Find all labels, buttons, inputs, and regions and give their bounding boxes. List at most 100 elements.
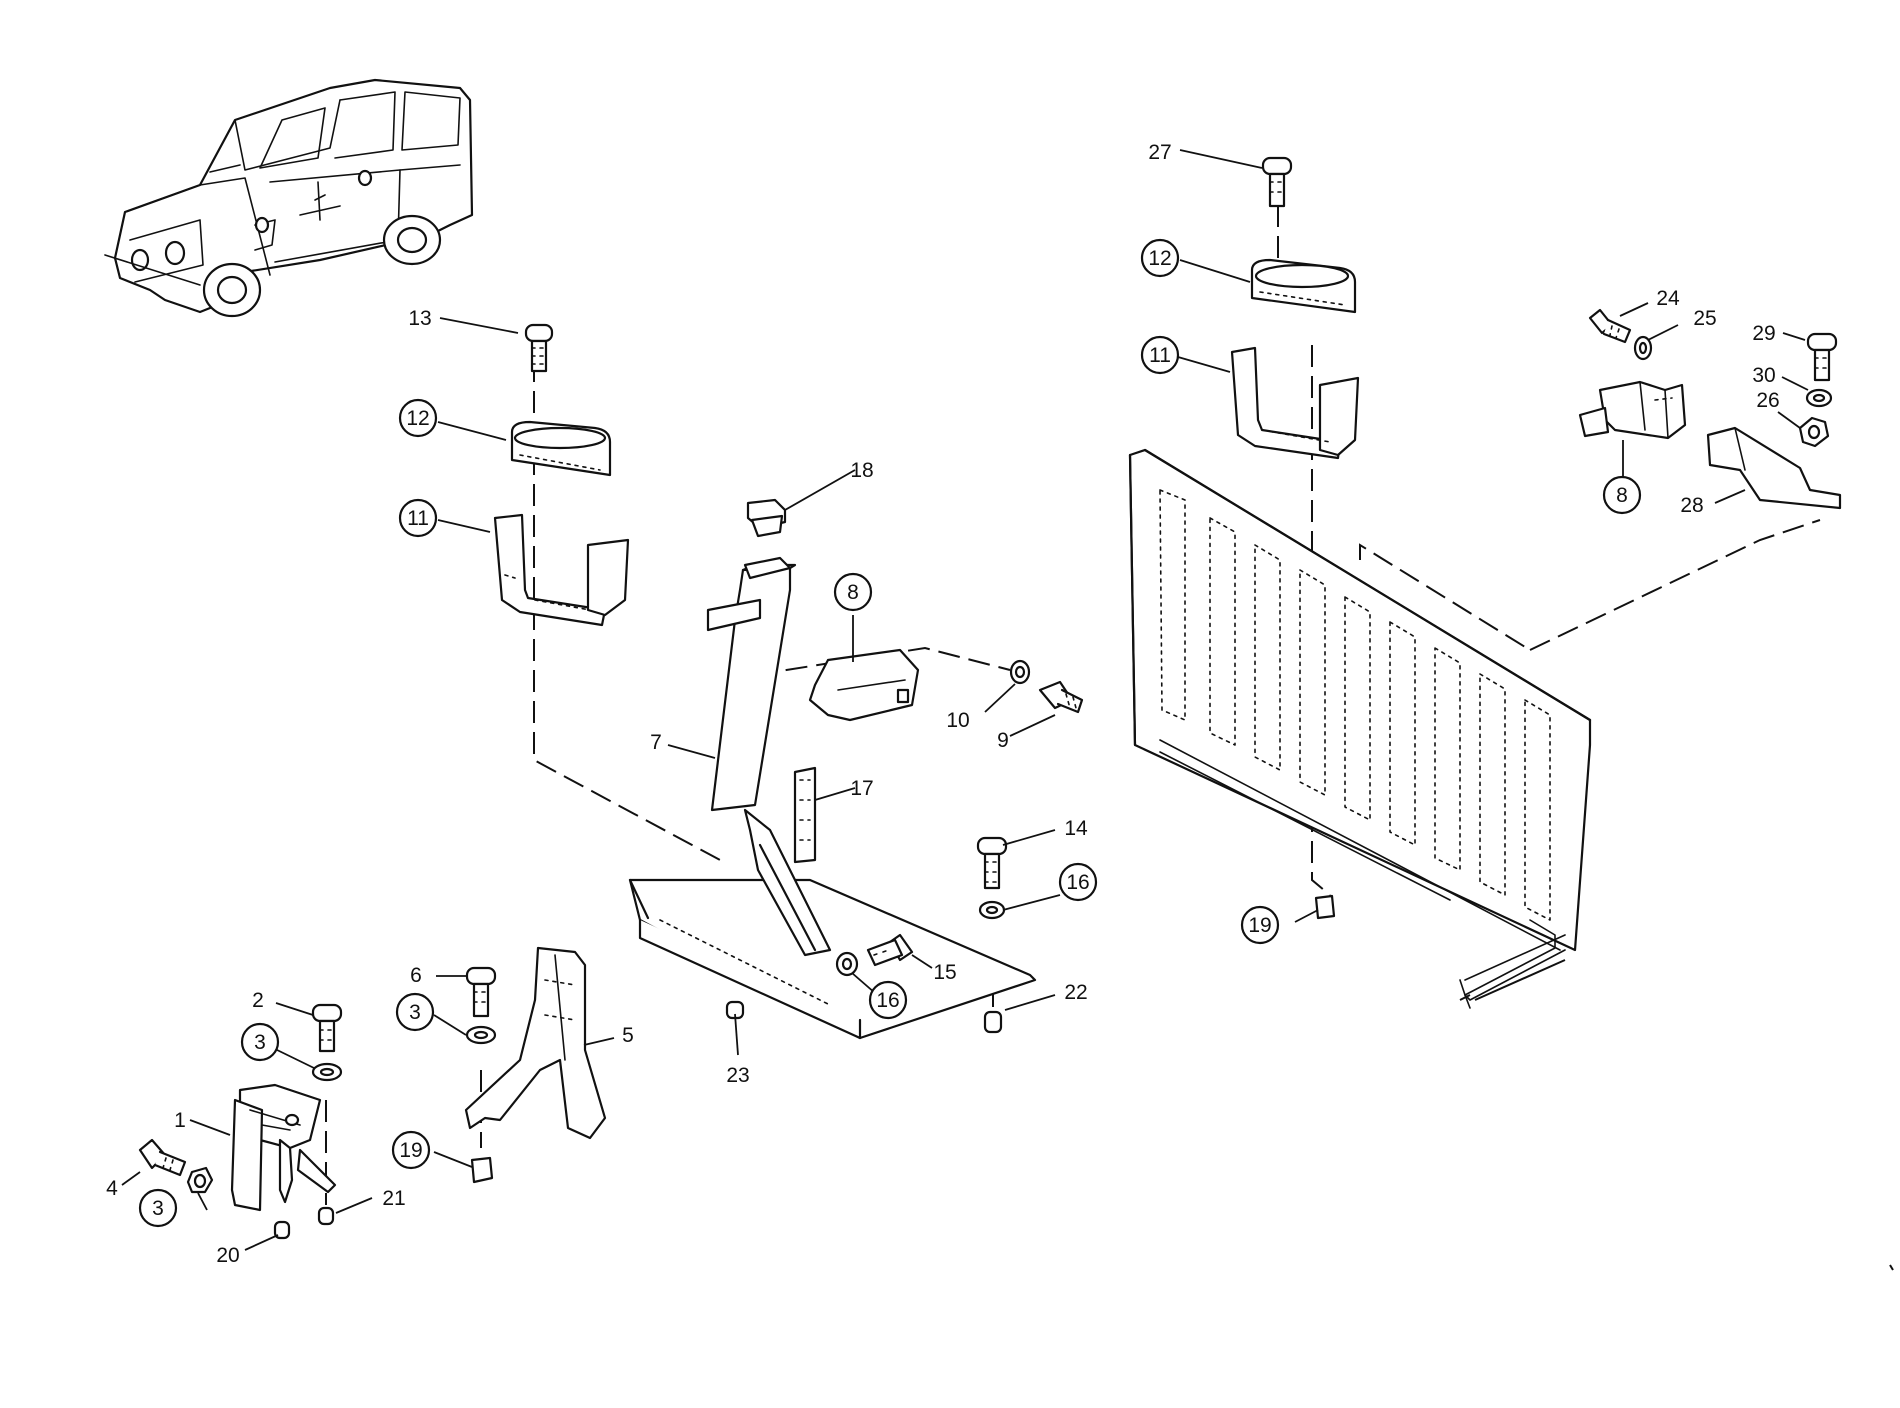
- callout-c14: 14: [1064, 817, 1088, 840]
- assembly-lines: [325, 205, 1821, 1205]
- callout-c11b: 11: [1140, 335, 1180, 375]
- callout-c1: 1: [174, 1109, 186, 1132]
- washer-16-upper: [978, 900, 1006, 920]
- callout-c8a: 8: [833, 572, 873, 612]
- callout-c19a: 19: [391, 1130, 431, 1170]
- cap-18: [746, 498, 787, 538]
- callout-number: 2: [252, 989, 264, 1012]
- leader-lines: [121, 149, 1809, 1251]
- callout-circle: [398, 398, 438, 438]
- plug-19-right: [1314, 894, 1336, 920]
- callout-number: 3: [409, 1001, 421, 1024]
- callout-number: 15: [933, 961, 956, 984]
- callout-c27: 27: [1148, 141, 1171, 164]
- callout-c2: 2: [252, 989, 264, 1012]
- callout-number: 16: [876, 989, 899, 1012]
- callout-c6: 6: [410, 964, 422, 987]
- bracket-11-left: [493, 513, 630, 627]
- washer-3-lower: [186, 1166, 214, 1194]
- callout-number: 11: [407, 507, 429, 530]
- callout-c12b: 12: [1140, 238, 1180, 278]
- washer-25: [1633, 335, 1653, 361]
- tailgate-sill: [1474, 959, 1566, 1001]
- callout-number: 8: [1616, 484, 1628, 507]
- bolt-2: [311, 1003, 343, 1053]
- callout-circle: [1058, 862, 1098, 902]
- callout-number: 9: [997, 729, 1009, 752]
- washer-3-stand: [465, 1025, 497, 1045]
- oval-cover-12-right: [1250, 258, 1357, 314]
- callout-c28: 28: [1680, 494, 1703, 517]
- callout-number: 1: [174, 1109, 186, 1132]
- callout-number: 26: [1756, 389, 1779, 412]
- callout-number: 19: [1248, 914, 1271, 937]
- callout-circle: [1240, 905, 1280, 945]
- bolt-27: [1261, 156, 1293, 208]
- callout-c3b: 3: [138, 1188, 178, 1228]
- callout-number: 3: [152, 1197, 164, 1220]
- callout-circle: [398, 498, 438, 538]
- bolt-4: [138, 1138, 187, 1177]
- carrier-frame-7: [628, 556, 1037, 1040]
- clip-8-right: [1578, 380, 1687, 440]
- callout-number: 3: [254, 1031, 266, 1054]
- callout-number: 29: [1752, 322, 1775, 345]
- callout-c8b: 8: [1602, 475, 1642, 515]
- callout-number: 11: [1149, 344, 1171, 367]
- callout-c13: 13: [408, 307, 431, 330]
- callout-c12a: 12: [398, 398, 438, 438]
- tailgate-edge-line: [1459, 994, 1471, 1001]
- bolt-15: [866, 933, 914, 967]
- washer-16-lower: [835, 951, 859, 977]
- bracket-1: [230, 1083, 337, 1212]
- callout-number: 4: [106, 1177, 118, 1200]
- callout-number: 25: [1693, 307, 1716, 330]
- callout-number: 13: [408, 307, 431, 330]
- callout-c16b: 16: [868, 980, 908, 1020]
- callout-c21: 21: [382, 1187, 405, 1210]
- callout-c16a: 16: [1058, 862, 1098, 902]
- callout-c4: 4: [106, 1177, 118, 1200]
- callout-c3c: 3: [395, 992, 435, 1032]
- callout-circle: [868, 980, 908, 1020]
- callout-number: 23: [726, 1064, 749, 1087]
- callout-number: 12: [406, 407, 429, 430]
- callout-circle: [240, 1022, 280, 1062]
- bracket-11-right: [1230, 346, 1360, 460]
- callout-circle: [138, 1188, 178, 1228]
- callout-circle: [395, 992, 435, 1032]
- callout-c9: 9: [997, 729, 1009, 752]
- plug-20: [273, 1220, 291, 1240]
- bolt-24: [1588, 308, 1632, 344]
- bolt-9: [1038, 680, 1084, 714]
- bolt-14: [976, 836, 1008, 890]
- callout-number: 8: [847, 581, 859, 604]
- callout-number: 27: [1148, 141, 1171, 164]
- callout-number: 12: [1148, 247, 1171, 270]
- callout-c10: 10: [946, 709, 969, 732]
- edge-mark: [1889, 1264, 1894, 1271]
- callout-number: 18: [850, 459, 873, 482]
- vehicle-locator-illustration: [104, 78, 474, 318]
- callout-number: 19: [399, 1139, 422, 1162]
- callout-c3a: 3: [240, 1022, 280, 1062]
- callout-number: 30: [1752, 364, 1775, 387]
- bracket-28: [1706, 426, 1842, 510]
- callout-number: 10: [946, 709, 969, 732]
- bolt-6: [465, 966, 497, 1018]
- plug-21: [317, 1206, 335, 1226]
- callout-c7: 7: [650, 731, 662, 754]
- callout-number: 6: [410, 964, 422, 987]
- bolt-13: [524, 323, 554, 373]
- tailgate-panel: [1128, 448, 1592, 1009]
- callout-c26: 26: [1756, 389, 1779, 412]
- callout-number: 24: [1656, 287, 1680, 310]
- washer-30: [1805, 388, 1833, 408]
- stand-5: [464, 946, 607, 1140]
- plug-22: [983, 1010, 1003, 1034]
- callout-circle: [1140, 238, 1180, 278]
- callout-c17: 17: [850, 777, 873, 800]
- washer-3-upper: [311, 1062, 343, 1082]
